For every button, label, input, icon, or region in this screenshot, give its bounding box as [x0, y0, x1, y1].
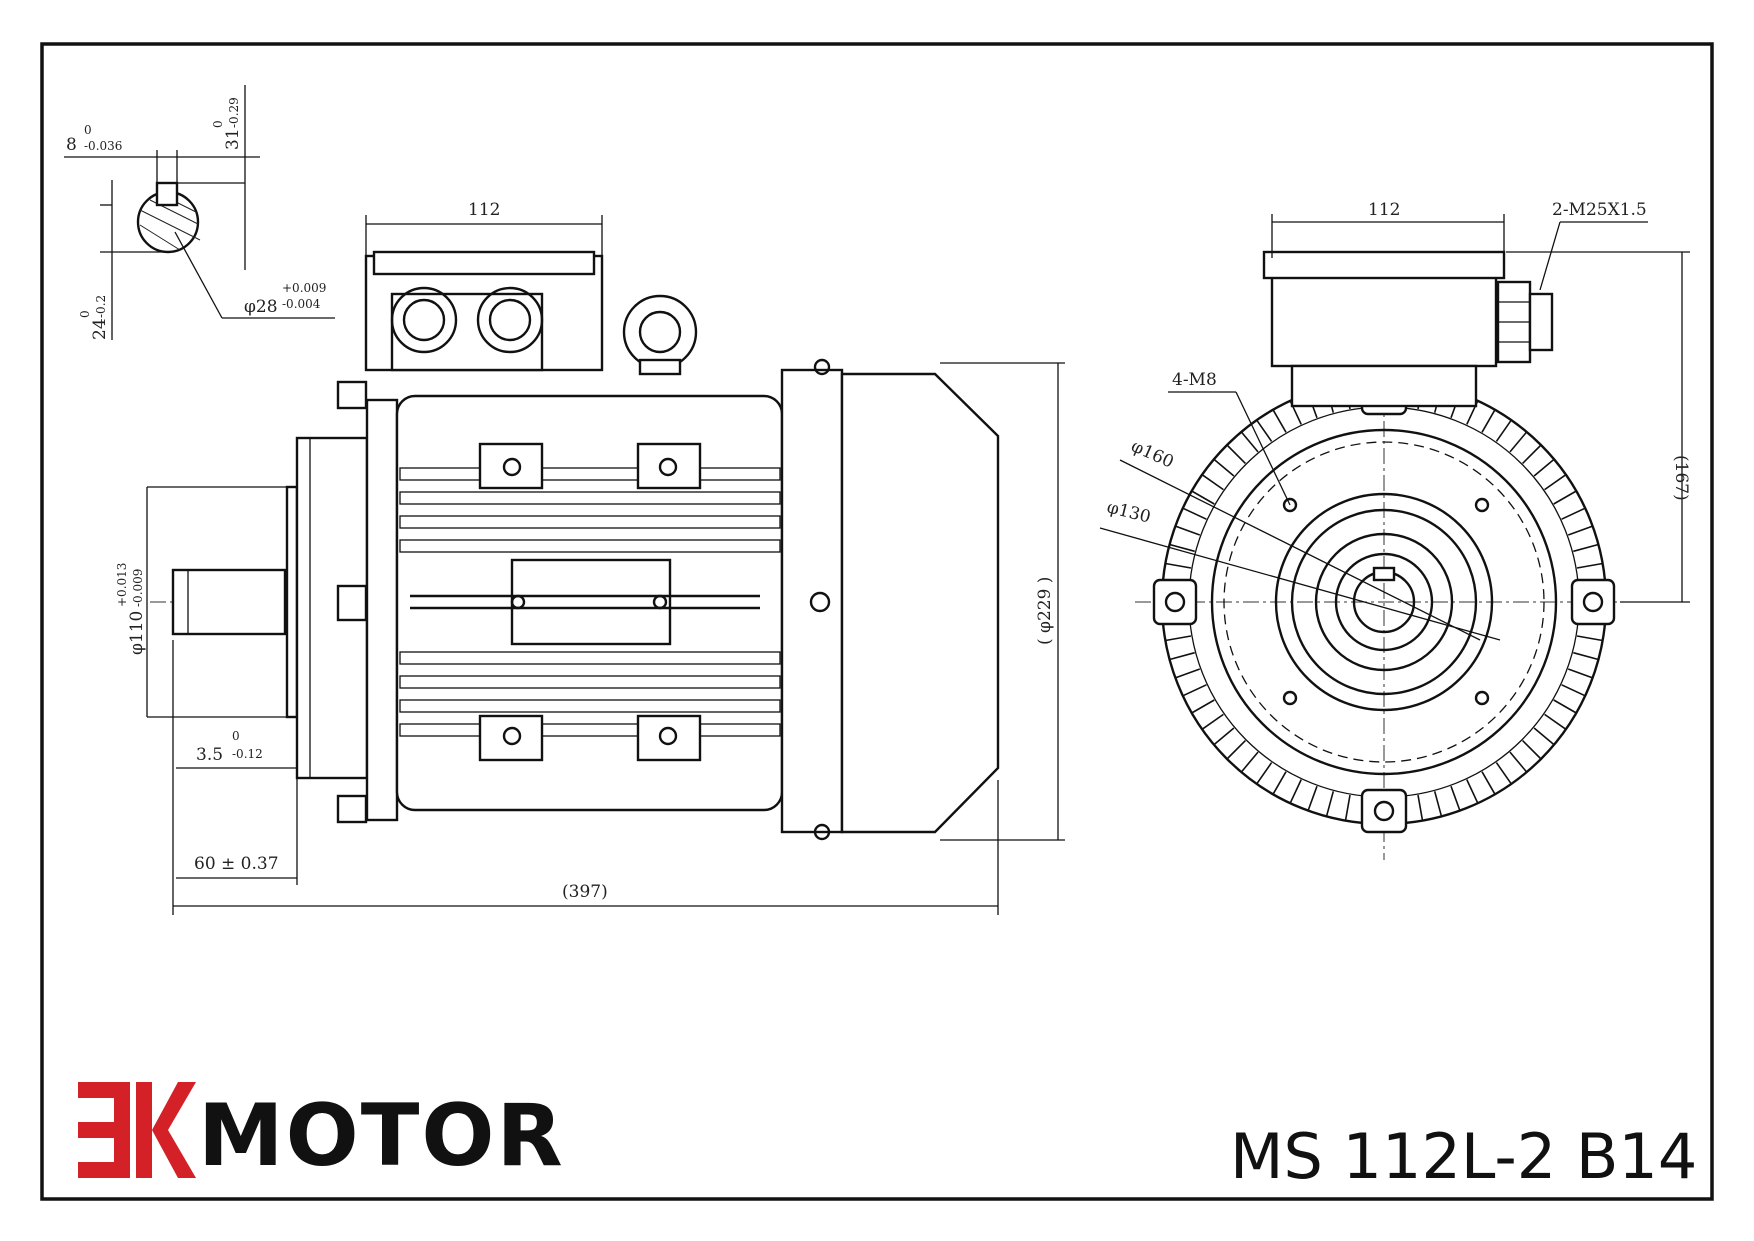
shaft-length-label: 60 ± 0.37	[194, 854, 279, 874]
svg-text:0: 0	[78, 310, 92, 318]
svg-text:-0.2: -0.2	[94, 295, 108, 318]
spigot-depth-label: 3.5	[196, 745, 223, 765]
key-depth-label: 24	[90, 318, 110, 340]
fin-line	[1509, 431, 1528, 453]
shaft-height-label: 31	[223, 128, 243, 150]
fin-line	[1182, 684, 1207, 697]
cooling-fins	[399, 467, 781, 737]
fin-line	[1325, 791, 1335, 817]
fin-line	[1289, 779, 1302, 804]
fin-line	[1175, 525, 1201, 536]
fin-line	[1226, 740, 1246, 760]
fin-line	[1256, 419, 1273, 442]
fin-line	[1561, 507, 1586, 520]
fin-line	[1201, 713, 1224, 730]
fin-line	[1169, 651, 1195, 661]
fin-line	[1495, 419, 1512, 442]
flange-spigot-label: φ110	[127, 611, 147, 655]
svg-text:0: 0	[232, 729, 240, 743]
fin-line	[1182, 507, 1207, 520]
fin-line	[1567, 668, 1593, 679]
fin-line	[1481, 409, 1496, 433]
overall-length-label: (397)	[562, 882, 608, 902]
fin-line	[1240, 751, 1259, 773]
fin-line	[1533, 727, 1555, 746]
gland-label: 2-M25X1.5	[1552, 200, 1647, 220]
motor-side-view: 112 φ110 +0.013 -0.009 3.5 0 -0.12 60 ± …	[115, 200, 1065, 915]
fin-line	[1191, 699, 1215, 714]
svg-text:+0.009: +0.009	[282, 281, 326, 295]
fin-line	[1573, 543, 1599, 553]
brand-name: MOTOR	[198, 1086, 565, 1186]
fin-line	[1495, 762, 1512, 785]
svg-text:-0.009: -0.009	[131, 569, 145, 607]
fin-line	[1481, 771, 1496, 795]
sheet-border	[40, 42, 1714, 1201]
flange-holes-label: 4-M8	[1172, 370, 1217, 390]
fin-line	[1175, 668, 1201, 679]
motor-end-view: 112 2-M25X1.5 4-M8 φ160 φ130 (167)	[1099, 200, 1691, 860]
svg-text:0: 0	[211, 120, 225, 128]
fin-line	[1561, 684, 1586, 697]
svg-text:-0.004: -0.004	[282, 297, 321, 311]
fin-line	[1169, 543, 1195, 553]
key-width-label: 8	[66, 135, 77, 155]
fin-line	[1576, 562, 1603, 569]
svg-text:-0.036: -0.036	[84, 139, 122, 153]
fin-line	[1544, 713, 1567, 730]
fin-line	[1226, 444, 1246, 464]
shaft-dia-label: φ28	[244, 297, 278, 317]
fin-line	[1522, 444, 1542, 464]
fin-line	[1213, 458, 1235, 477]
fin-line	[1240, 431, 1259, 453]
fin-line	[1553, 490, 1577, 505]
body-dia-label: ( φ229 )	[1035, 577, 1055, 645]
fin-line	[1544, 474, 1567, 491]
fin-line	[1553, 699, 1577, 714]
fin-line	[1573, 651, 1599, 661]
fin-line	[1165, 635, 1192, 642]
fin-line	[1256, 762, 1273, 785]
svg-text:-0.29: -0.29	[227, 97, 241, 128]
terminal-box-width-label: 112	[468, 200, 500, 220]
ek-logo-mark	[78, 1082, 196, 1178]
brand-logo: MOTOR	[78, 1082, 565, 1186]
model-number: MS 112L-2 B14	[1230, 1120, 1697, 1193]
fin-line	[1165, 562, 1192, 569]
fin-line	[1522, 740, 1542, 760]
svg-text:0: 0	[84, 123, 92, 137]
fin-line	[1567, 525, 1593, 536]
fin-line	[1191, 490, 1215, 505]
fin-line	[1307, 785, 1318, 811]
fin-line	[1213, 727, 1235, 746]
fin-line	[1509, 751, 1528, 773]
fin-line	[1466, 779, 1479, 804]
fin-line	[1533, 458, 1555, 477]
fin-line	[1344, 794, 1351, 821]
fin-line	[1272, 771, 1287, 795]
fin-line	[1272, 409, 1287, 433]
fin-line	[1450, 785, 1461, 811]
fin-line	[1576, 635, 1603, 642]
shaft-section-view: 8 0 -0.036 31 0 -0.29 24 0 -0.2 φ28 +0.0…	[64, 85, 335, 340]
fin-line	[1433, 791, 1443, 817]
fin-line	[1417, 794, 1424, 821]
fin-line	[1201, 474, 1224, 491]
overall-height-label: (167)	[1671, 455, 1691, 501]
svg-text:+0.013: +0.013	[115, 563, 129, 607]
svg-text:-0.12: -0.12	[232, 747, 263, 761]
side-box-width-label: 112	[1368, 200, 1400, 220]
